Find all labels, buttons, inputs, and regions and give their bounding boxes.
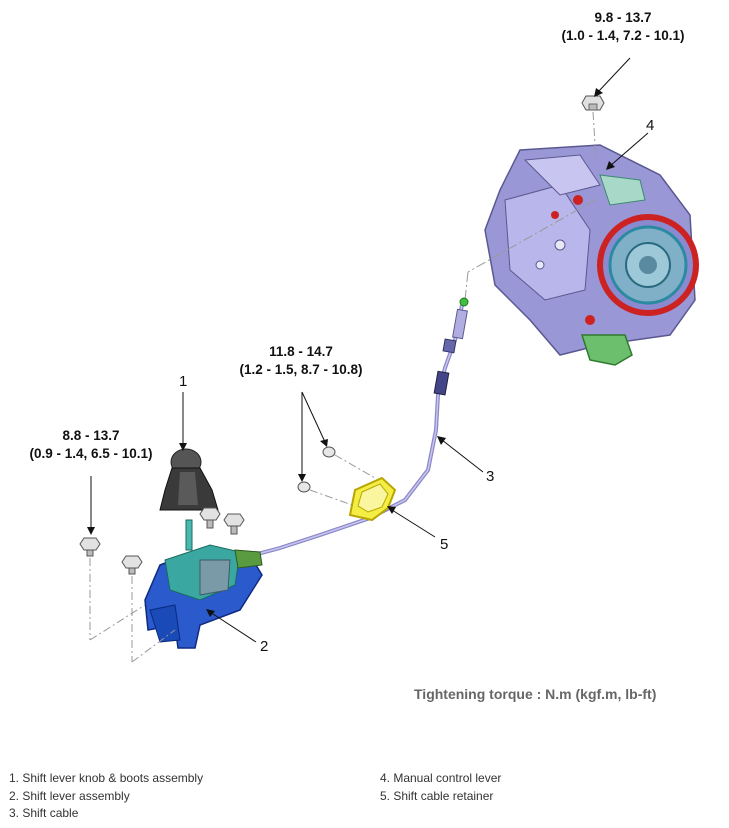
shift-knob-boot — [159, 448, 219, 511]
torque-converted: (1.2 - 1.5, 8.7 - 10.8) — [239, 362, 363, 377]
tightening-torque-note: Tightening torque : N.m (kgf.m, lb-ft) — [414, 686, 657, 702]
torque-value: 11.8 - 14.7 — [269, 344, 333, 359]
shift-cable-retainer — [348, 476, 397, 522]
retainer-bolts — [297, 446, 336, 493]
callout-1: 1 — [179, 373, 188, 390]
lever-bolts — [79, 507, 245, 575]
legend-right: 4. Manual control lever 5. Shift cable r… — [380, 770, 501, 805]
torque-spec-retainer: 11.8 - 14.7 (1.2 - 1.5, 8.7 - 10.8) — [216, 343, 386, 379]
callout-3: 3 — [486, 468, 495, 485]
torque-value: 9.8 - 13.7 — [594, 10, 652, 25]
torque-converted: (0.9 - 1.4, 6.5 - 10.1) — [29, 446, 153, 461]
torque-spec-transaxle: 9.8 - 13.7 (1.0 - 1.4, 7.2 - 10.1) — [548, 9, 698, 45]
legend-item: 5. Shift cable retainer — [380, 788, 494, 803]
legend-item: 3. Shift cable — [9, 806, 79, 820]
shift-cable — [249, 297, 469, 558]
legend-left: 1. Shift lever knob & boots assembly 2. … — [9, 770, 203, 823]
callout-2: 2 — [260, 638, 269, 655]
transaxle-assembly — [484, 144, 699, 366]
torque-spec-lever: 8.8 - 13.7 (0.9 - 1.4, 6.5 - 10.1) — [6, 427, 176, 463]
legend-item: 2. Shift lever assembly — [9, 788, 130, 803]
transaxle-bolt — [581, 95, 605, 111]
torque-value: 8.8 - 13.7 — [62, 428, 120, 443]
callout-4: 4 — [646, 117, 655, 134]
torque-converted: (1.0 - 1.4, 7.2 - 10.1) — [561, 28, 685, 43]
legend-item: 1. Shift lever knob & boots assembly — [9, 771, 204, 785]
legend-item: 4. Manual control lever — [380, 771, 502, 785]
callout-5: 5 — [440, 536, 449, 553]
shift-lever-assembly — [144, 519, 263, 649]
